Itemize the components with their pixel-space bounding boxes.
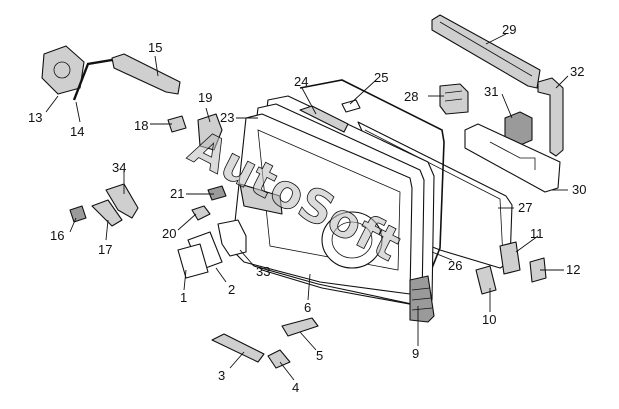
part-1-plate bbox=[177, 243, 209, 279]
part-9-lamp bbox=[409, 275, 435, 323]
callout-1: 1 bbox=[180, 290, 187, 305]
callout-24: 24 bbox=[294, 74, 308, 89]
part-34-bracket bbox=[105, 183, 139, 219]
part-32-strip bbox=[537, 77, 564, 157]
callout-29: 29 bbox=[502, 22, 516, 37]
part-30-cover bbox=[464, 123, 561, 193]
callout-28: 28 bbox=[404, 89, 418, 104]
callout-15: 15 bbox=[148, 40, 162, 55]
callout-30: 30 bbox=[572, 182, 586, 197]
callout-26: 26 bbox=[448, 258, 462, 273]
callout-27: 27 bbox=[518, 200, 532, 215]
part-13-motor bbox=[41, 45, 85, 95]
part-15-bracket bbox=[111, 53, 181, 95]
part-11-bracket bbox=[499, 241, 521, 275]
part-33-bracket bbox=[217, 219, 247, 257]
part-18-clip bbox=[167, 115, 187, 133]
part-12-clip bbox=[529, 257, 547, 283]
callout-32: 32 bbox=[570, 64, 584, 79]
part-21-clip bbox=[207, 185, 227, 201]
part-10-bracket bbox=[475, 265, 497, 295]
part-3-strip bbox=[211, 333, 265, 363]
part-6-door-shell bbox=[231, 95, 435, 307]
callout-2: 2 bbox=[228, 282, 235, 297]
callout-17: 17 bbox=[98, 242, 112, 257]
callout-14: 14 bbox=[70, 124, 84, 139]
callout-11: 11 bbox=[530, 226, 544, 241]
callout-34: 34 bbox=[112, 160, 126, 175]
callout-20: 20 bbox=[162, 226, 176, 241]
part-20-clip bbox=[191, 205, 211, 221]
callout-18: 18 bbox=[134, 118, 148, 133]
part-28-plate bbox=[439, 83, 469, 115]
callout-33: 33 bbox=[256, 264, 270, 279]
part-16-knob bbox=[69, 205, 87, 223]
callout-12: 12 bbox=[566, 262, 580, 277]
part-17-bracket bbox=[91, 199, 123, 227]
callout-6: 6 bbox=[304, 300, 311, 315]
part-29-strip bbox=[431, 14, 541, 89]
callout-10: 10 bbox=[482, 312, 496, 327]
part-19-hinge bbox=[197, 113, 223, 151]
callout-3: 3 bbox=[218, 368, 225, 383]
callout-13: 13 bbox=[28, 110, 42, 125]
callout-5: 5 bbox=[316, 348, 323, 363]
part-25-bulb bbox=[341, 99, 361, 113]
part-24-strip bbox=[299, 105, 349, 133]
callout-19: 19 bbox=[198, 90, 212, 105]
part-4-clip bbox=[267, 349, 291, 369]
callouts: 15 13 14 18 19 23 24 25 28 29 32 31 30 2… bbox=[28, 22, 586, 395]
callout-31: 31 bbox=[484, 84, 498, 99]
leader-lines bbox=[45, 33, 569, 381]
callout-4: 4 bbox=[292, 380, 299, 395]
callout-21: 21 bbox=[170, 186, 184, 201]
callout-16: 16 bbox=[50, 228, 64, 243]
callout-23: 23 bbox=[220, 110, 234, 125]
part-5-strip bbox=[281, 317, 319, 337]
callout-9: 9 bbox=[412, 346, 419, 361]
callout-25: 25 bbox=[374, 70, 388, 85]
